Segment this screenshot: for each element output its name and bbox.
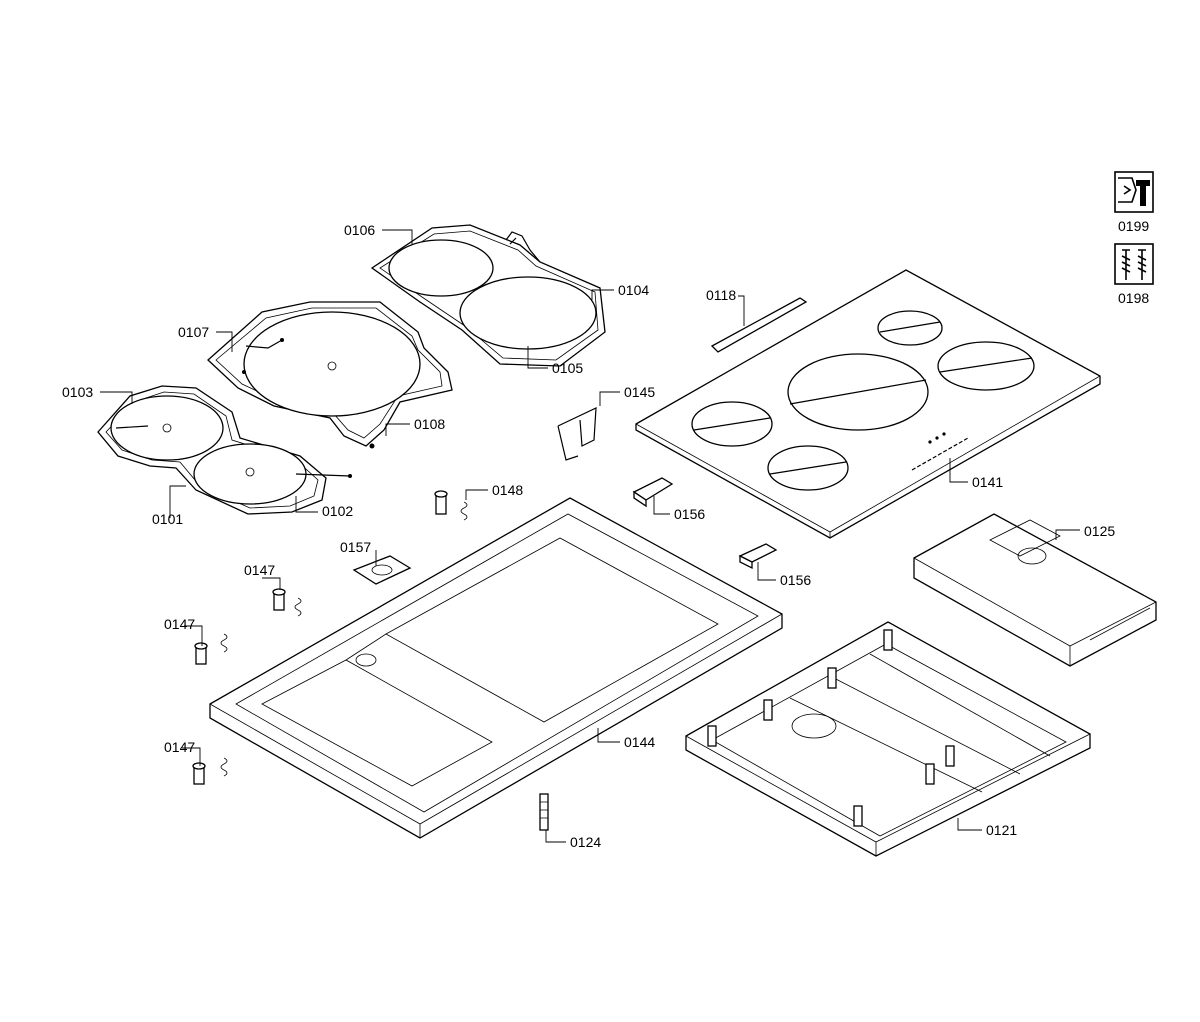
label-0105: 0105 [552,360,583,376]
clip-upper [632,477,674,508]
label-0107: 0107 [178,324,209,340]
label-0118: 0118 [706,287,736,303]
label-0102: 0102 [322,503,353,519]
label-0198: 0198 [1118,290,1149,306]
base-housing [685,621,1091,857]
label-0147-c: 0147 [164,739,195,755]
label-0199: 0199 [1118,218,1149,234]
electronics-module [913,513,1157,667]
hob-frame [209,497,783,839]
label-0148: 0148 [492,482,523,498]
screws-icon [1114,243,1154,285]
label-0103: 0103 [62,384,93,400]
label-0156-upper: 0156 [674,506,705,522]
coil-carrier-left [97,385,352,515]
trim-strip [710,297,808,353]
label-0108: 0108 [414,416,445,432]
label-0147-b: 0147 [164,616,195,632]
bracket [557,407,597,461]
spring-foot [434,490,468,521]
foot-3 [192,757,228,785]
label-0106: 0106 [344,222,375,238]
label-0141: 0141 [972,474,1003,490]
clip-lower [738,543,778,570]
foot-1 [272,588,302,617]
leader-lines [100,229,1080,843]
label-0125: 0125 [1084,523,1115,539]
wrench-tool-icon [1114,171,1154,213]
screw-pin [539,793,549,831]
label-0104: 0104 [618,282,649,298]
label-0156-lower: 0156 [780,572,811,588]
label-0147-a: 0147 [244,562,275,578]
coil-carrier-top [370,224,606,367]
label-0145: 0145 [624,384,655,400]
label-0124: 0124 [570,834,601,850]
label-0101: 0101 [152,511,183,527]
label-0121: 0121 [986,822,1017,838]
glass-ceramic-top [635,269,1101,539]
label-0157: 0157 [340,539,371,555]
support-plate [352,555,412,585]
foot-2 [194,633,228,665]
coil-carrier-middle [207,301,453,449]
label-0144: 0144 [624,734,655,750]
